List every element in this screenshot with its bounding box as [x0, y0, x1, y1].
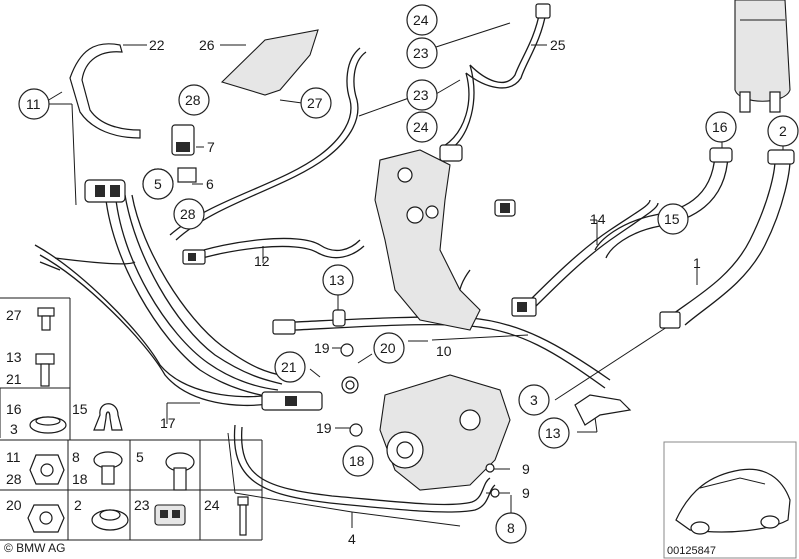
callout-27: 27 — [307, 95, 323, 111]
callout-2: 2 — [779, 123, 787, 139]
legend-bolt-27 — [37, 307, 55, 317]
callout-badges — [18, 4, 799, 544]
pipe-17-b — [39, 254, 269, 407]
pipe-14 — [519, 199, 651, 311]
legend-label-16: 16 — [6, 401, 22, 417]
callout-23-lower: 23 — [413, 87, 429, 103]
callout-17: 17 — [160, 415, 176, 431]
clip-6 — [177, 167, 197, 183]
legend-label-18: 18 — [72, 471, 88, 487]
hose-16 — [594, 154, 716, 251]
pipe-17-a — [34, 244, 271, 398]
bracket-13-right — [574, 394, 632, 426]
legend-label-8: 8 — [72, 449, 80, 465]
callout-11: 11 — [26, 96, 41, 112]
callout-1: 1 — [693, 255, 701, 271]
legend-label-28: 28 — [6, 471, 22, 487]
image-number: 00125847 — [667, 545, 716, 557]
callout-19-lower: 19 — [316, 420, 332, 436]
callout-8: 8 — [507, 520, 515, 536]
ring-19-lower — [349, 423, 363, 437]
callout-28-lower: 28 — [180, 206, 196, 222]
callout-labels: 22 26 28 27 11 7 5 6 28 24 23 25 23 24 1… — [26, 12, 787, 547]
legend-label-2: 2 — [74, 497, 82, 513]
callout-3: 3 — [530, 392, 538, 408]
pipe-25 — [469, 9, 541, 84]
washer-9-upper — [485, 463, 495, 473]
callout-9-lower: 9 — [522, 485, 530, 501]
legend-label-11: 11 — [6, 449, 21, 465]
callout-9-upper: 9 — [522, 461, 530, 477]
clamp-13-center — [332, 309, 346, 327]
reservoir — [734, 0, 791, 102]
fitting-25-top — [535, 3, 551, 19]
callout-5: 5 — [154, 176, 162, 192]
legend-panel — [0, 297, 263, 541]
callout-26: 26 — [199, 37, 215, 53]
callout-23-top: 23 — [413, 45, 429, 61]
callout-16: 16 — [712, 119, 728, 135]
legend-label-21: 21 — [6, 371, 22, 387]
legend-label-20: 20 — [6, 497, 22, 513]
component-shapes — [69, 0, 795, 498]
vehicle-thumbnail: 00125847 — [663, 441, 797, 559]
callout-13-center: 13 — [329, 272, 345, 288]
pipe-upper — [169, 47, 361, 236]
callout-21: 21 — [281, 359, 297, 375]
hose-2-end — [767, 149, 795, 165]
callout-28-upper: 28 — [185, 92, 201, 108]
washer-9-lower — [490, 488, 500, 498]
hose-group — [34, 9, 791, 513]
callout-6: 6 — [206, 176, 214, 192]
legend-label-5: 5 — [136, 449, 144, 465]
cover-26 — [220, 29, 319, 96]
car-silhouette — [675, 468, 791, 533]
legend-labels: 27 13 21 16 3 15 11 28 8 18 5 20 2 23 24 — [6, 307, 220, 513]
legend-label-27: 27 — [6, 307, 22, 323]
callout-4: 4 — [348, 531, 356, 547]
pipe-17-g — [131, 194, 286, 377]
legend-bolt-13 — [35, 353, 55, 365]
callout-24-lower: 24 — [413, 119, 429, 135]
fitting-10-left — [272, 319, 296, 335]
pipe-17-d — [104, 189, 276, 399]
hose-1 — [664, 159, 776, 321]
callout-13-right: 13 — [545, 425, 561, 441]
copyright: © BMW AG — [4, 541, 66, 555]
bracket-22 — [69, 43, 141, 139]
pipe-17-e — [114, 189, 279, 391]
legend-label-24: 24 — [204, 497, 220, 513]
callout-22: 22 — [149, 37, 165, 53]
callout-20: 20 — [380, 340, 396, 356]
legend-clip-15 — [93, 403, 123, 431]
callout-25: 25 — [550, 37, 566, 53]
legend-label-23: 23 — [134, 497, 150, 513]
legend-label-15: 15 — [72, 401, 88, 417]
callout-14: 14 — [590, 211, 606, 227]
callout-24-top: 24 — [413, 12, 429, 28]
callout-15: 15 — [664, 211, 680, 227]
pipe-12 — [187, 237, 361, 256]
legend-label-13: 13 — [6, 349, 22, 365]
callout-18: 18 — [349, 453, 365, 469]
legend-label-3: 3 — [10, 421, 18, 437]
legend-stud-24 — [237, 496, 249, 506]
pipe-4 — [233, 424, 496, 513]
steering-gear — [374, 149, 481, 331]
callout-19-upper: 19 — [314, 340, 330, 356]
ring-19-upper — [340, 343, 354, 357]
hose-1-end — [659, 311, 681, 329]
callout-12: 12 — [254, 253, 270, 269]
hose-16-end — [709, 147, 733, 163]
callout-10: 10 — [436, 343, 452, 359]
callout-7: 7 — [207, 139, 215, 155]
pipe-17-f — [124, 194, 283, 385]
legend-clip-23 — [154, 504, 186, 526]
